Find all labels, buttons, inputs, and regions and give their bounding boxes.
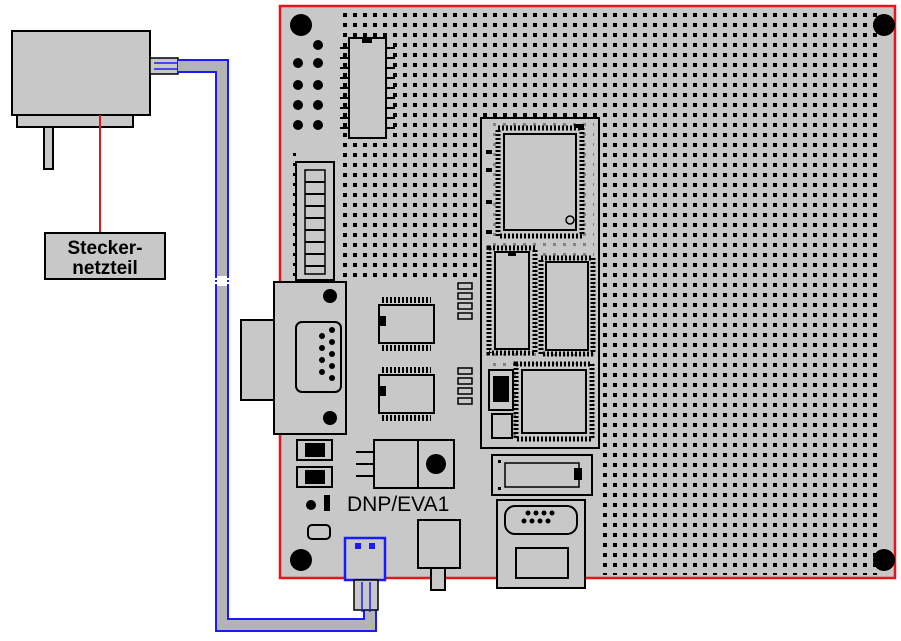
dip-socket — [491, 454, 593, 496]
adapter-label-line2: netzteil — [72, 258, 137, 279]
db9-serial-connector — [240, 281, 347, 435]
led-resistor — [324, 495, 330, 511]
soic-chip-1 — [378, 297, 435, 351]
smd-ic-flash — [486, 245, 538, 356]
hole-grid-top — [340, 10, 880, 118]
soic-chip-2 — [378, 367, 435, 421]
qfp-processor — [495, 125, 585, 239]
oscillator — [488, 369, 514, 439]
power-adapter — [11, 30, 179, 170]
pin-header-left — [295, 161, 335, 281]
smd-ic-ram — [538, 255, 596, 357]
board-label: DNP/EVA1 — [347, 493, 449, 516]
jumper — [307, 524, 331, 540]
adapter-label: Stecker- netzteil — [44, 232, 166, 280]
qfp-ethernet — [513, 361, 595, 442]
mount-hole-bottom-right — [873, 549, 895, 571]
adapter-pin — [43, 126, 54, 170]
adapter-label-line1: Stecker- — [68, 238, 143, 259]
prototype-board: DNP/EVA1 — [240, 4, 897, 591]
mount-hole-bottom-left — [290, 549, 312, 571]
power-connector — [343, 536, 387, 582]
dnp-module — [480, 117, 600, 449]
hole-grid-middle — [340, 115, 480, 280]
adapter-body — [11, 30, 151, 116]
mount-hole-top-right — [873, 14, 895, 36]
round-pads — [293, 40, 323, 130]
voltage-regulator — [356, 439, 455, 489]
led-indicator — [306, 500, 316, 510]
smd-capacitors — [296, 439, 333, 488]
smd-pads — [457, 282, 473, 405]
hole-grid-right — [600, 115, 880, 575]
dip-ic-top — [340, 37, 395, 139]
power-cable — [178, 59, 379, 632]
adapter-cable-exit — [149, 57, 179, 75]
reset-button — [417, 519, 461, 591]
adapter-plug-base — [16, 114, 134, 128]
rj45-socket — [496, 499, 586, 589]
mount-hole-top-left — [290, 14, 312, 36]
